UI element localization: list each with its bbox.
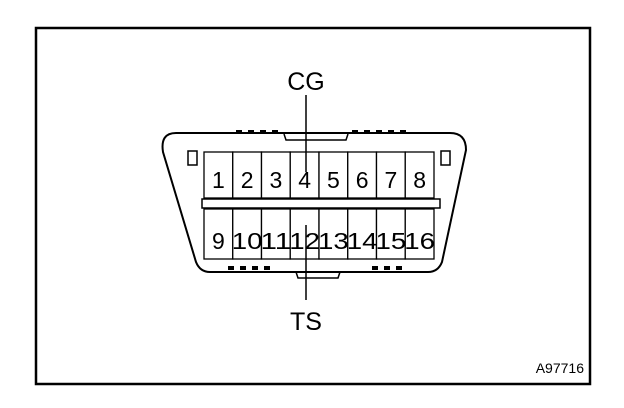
pin-label-2: 2 — [241, 167, 254, 193]
pin-label-1: 1 — [212, 167, 225, 193]
pin-cell-10 — [232, 208, 263, 260]
pin-cell-3 — [260, 151, 291, 199]
pin-label-15: 15 — [376, 228, 407, 254]
pin-label-12: 12 — [289, 228, 320, 254]
pin-cell-5 — [318, 151, 349, 199]
separator-strip — [201, 198, 441, 209]
pin-label-4: 4 — [298, 167, 311, 193]
pin-cell-14 — [347, 208, 378, 260]
pin-cell-1 — [203, 151, 234, 199]
pin-label-16: 16 — [404, 228, 435, 254]
pin-cell-8 — [404, 151, 435, 199]
figure-frame — [34, 26, 592, 386]
pin-label-13: 13 — [318, 228, 349, 254]
pin-label-10: 10 — [232, 228, 263, 254]
pin-cell-12 — [289, 208, 320, 260]
pin-label-3: 3 — [269, 167, 282, 193]
pin-label-8: 8 — [413, 167, 426, 193]
ts-callout-label: TS — [290, 308, 322, 336]
pin-label-11: 11 — [261, 228, 292, 254]
top-teeth — [230, 130, 430, 141]
figure-code: A97716 — [536, 360, 584, 376]
right-latch — [440, 150, 451, 166]
pin-label-9: 9 — [212, 228, 225, 254]
pin-label-5: 5 — [327, 167, 340, 193]
pin-cell-7 — [375, 151, 406, 199]
cg-callout-label: CG — [287, 68, 325, 96]
pin-cell-16 — [404, 208, 435, 260]
bottom-teeth — [228, 266, 402, 279]
left-latch — [187, 150, 198, 166]
pin-label-7: 7 — [384, 167, 397, 193]
pin-label-14: 14 — [347, 228, 378, 254]
pin-cell-4 — [289, 151, 320, 199]
pin-label-6: 6 — [356, 167, 369, 193]
